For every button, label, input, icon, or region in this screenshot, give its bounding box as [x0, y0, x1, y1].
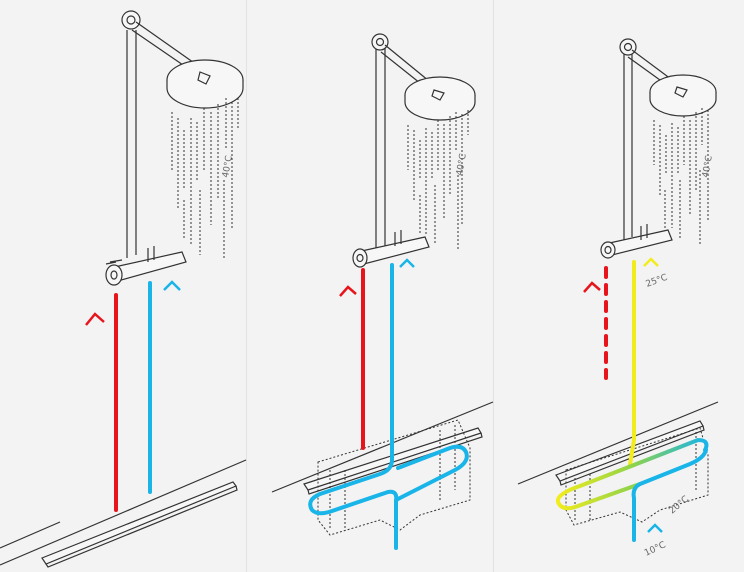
water-spray — [653, 108, 709, 244]
water-spray — [407, 110, 469, 250]
panel-3-arrows — [583, 257, 663, 533]
hot-flow-arrow — [339, 285, 357, 297]
panel-1-pipes — [114, 281, 152, 512]
cold-temperature-label: 10°C — [643, 540, 667, 558]
panel-divider — [493, 0, 494, 572]
cold-water-pipe — [308, 263, 399, 550]
drain-channel — [555, 420, 704, 482]
floor-line — [0, 521, 61, 549]
shower-temperature-label: 40°C — [701, 155, 715, 179]
cold-water-pipe — [631, 448, 708, 542]
cold-flow-arrow — [163, 280, 181, 291]
drain-heat-exchanger — [555, 438, 709, 511]
cold-flow-arrow — [399, 258, 415, 268]
panel-2-arrows — [339, 258, 415, 297]
drain-temperature-label: 20°C — [668, 494, 691, 516]
shower-temperature-label: 40°C — [455, 153, 469, 177]
subfloor-trap — [317, 419, 471, 536]
mixed-flow-arrow — [643, 257, 659, 267]
shower-temperature-label: 40°C — [221, 155, 235, 179]
mixed-water-pipe — [628, 260, 636, 467]
hot-flow-arrow — [85, 312, 105, 326]
floor-line — [0, 459, 247, 566]
thermostat-bar — [356, 236, 430, 266]
drain-channel — [41, 481, 237, 565]
panel-3-pipes — [555, 260, 709, 542]
panel-2-drawing: 40°C — [271, 33, 494, 536]
panel-1-arrows — [85, 280, 181, 326]
mixed-temperature-label: 25°C — [645, 273, 669, 290]
riser-pipe — [126, 30, 137, 258]
subfloor-trap — [565, 427, 709, 526]
drain-heat-exchanger — [394, 444, 469, 502]
panel-1-drawing: 40°C — [0, 10, 247, 568]
cold-flow-arrow — [647, 523, 663, 533]
water-spray — [171, 98, 239, 260]
hot-flow-arrow — [583, 281, 601, 293]
panel-3-drawing: 40°C 25°C 20°C 10°C — [517, 38, 719, 559]
riser-top-cap — [121, 10, 141, 30]
riser-pipe — [375, 48, 386, 250]
riser-pipe — [623, 53, 633, 240]
panel-2-pipes — [308, 263, 469, 550]
floor-line — [517, 401, 719, 485]
floor-line — [271, 401, 494, 493]
panel-divider — [246, 0, 247, 572]
